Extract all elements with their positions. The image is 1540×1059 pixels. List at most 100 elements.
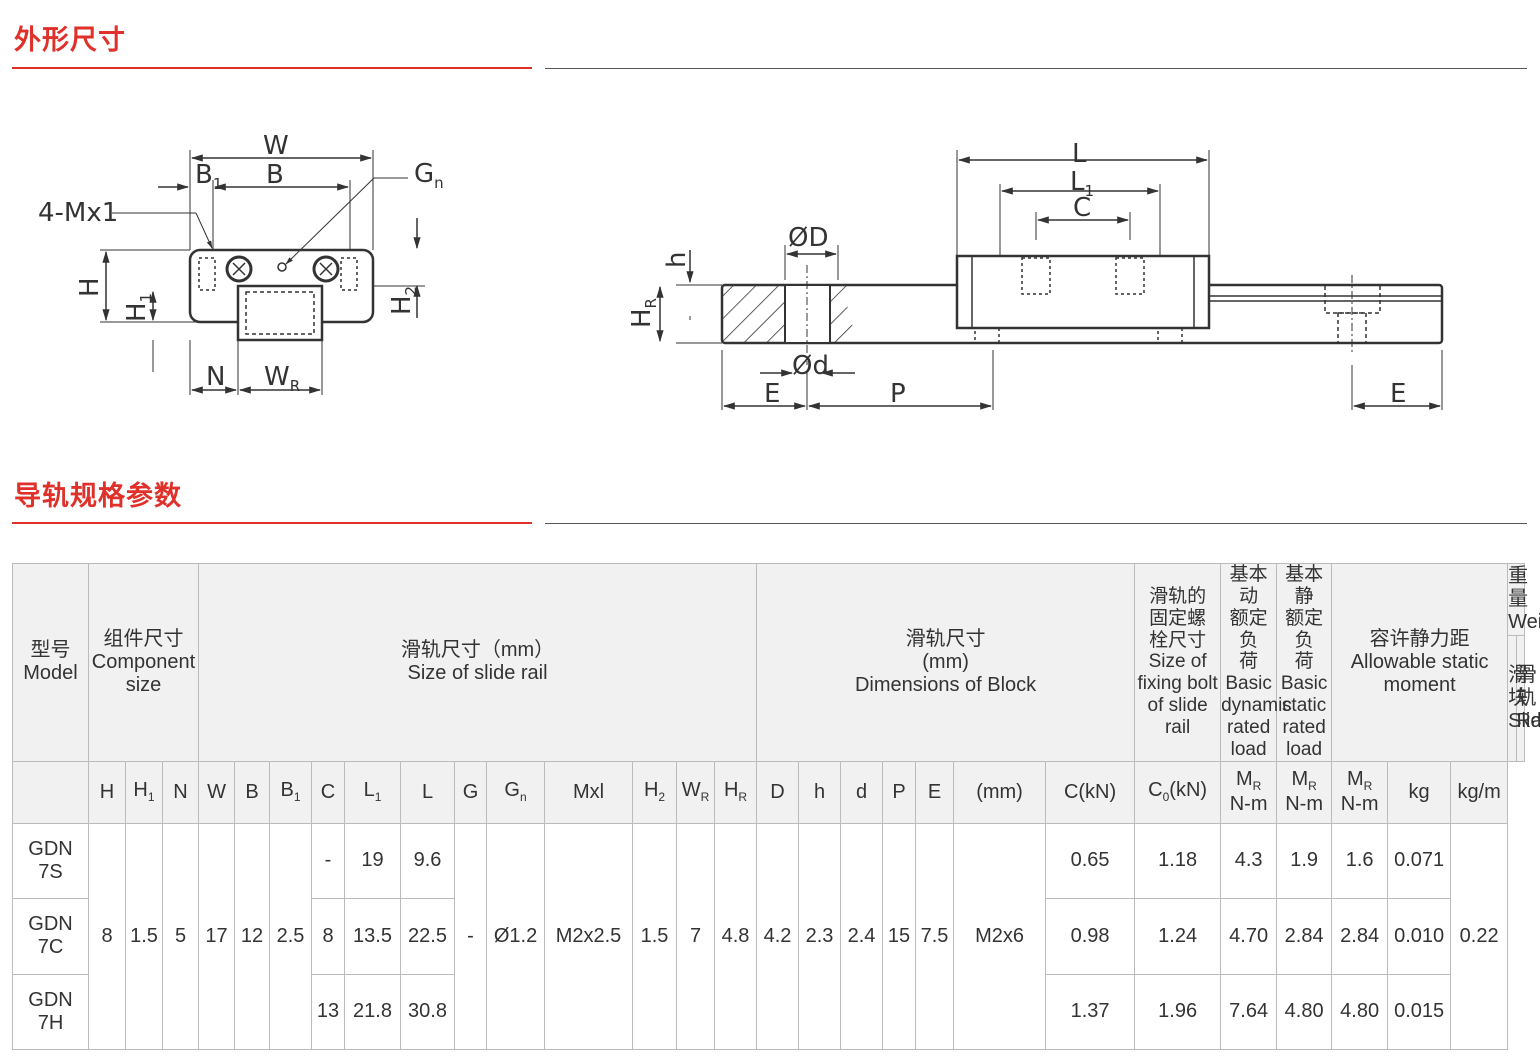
cell-CkN: 1.37 (1045, 973, 1136, 1050)
cell-C: - (311, 822, 346, 899)
label-WR-sub: R (290, 377, 300, 395)
label-4-Mx1: 4-Mx1 (38, 198, 118, 228)
divider-line (545, 68, 1527, 69)
col-D: D (756, 760, 800, 824)
col-L: L (400, 760, 456, 824)
cell-W: 17 (198, 822, 236, 1050)
cell-slider: 0.071 (1387, 822, 1452, 899)
svg-text:HR: HR (627, 298, 660, 328)
col-G: G (454, 760, 488, 824)
side-view (656, 150, 1444, 410)
cell-L: 9.6 (400, 822, 456, 899)
cell-H: 8 (88, 822, 126, 1050)
label-H2-sub: 2 (402, 286, 420, 296)
cell-model: GDN 7C (12, 897, 89, 975)
cell-M1: 7.64 (1220, 973, 1278, 1050)
svg-text:L1: L1 (1070, 167, 1094, 200)
cell-L1: 21.8 (344, 973, 402, 1050)
cell-Gn: Ø1.2 (486, 822, 546, 1050)
header-slider: 滑块 Slider (1507, 635, 1540, 762)
label-h: h (662, 252, 692, 268)
col-P: P (882, 760, 917, 824)
cell-C0: 1.96 (1134, 973, 1222, 1050)
label-N: N (206, 362, 225, 392)
svg-text:Gn: Gn (414, 159, 444, 192)
cell-M1: 4.3 (1220, 822, 1278, 899)
label-HR-sub: R (642, 298, 660, 308)
section-title-specs: 导轨规格参数 (14, 481, 182, 512)
label-E-right: E (1390, 379, 1406, 409)
cell-model: GDN 7S (12, 822, 89, 899)
cell-HR: 4.8 (714, 822, 758, 1050)
title-underline (12, 522, 532, 524)
header-rail-size: 滑轨尺寸（mm）Size of slide rail (198, 563, 758, 762)
cell-N: 5 (161, 822, 200, 1050)
cell-M2: 1.9 (1276, 822, 1333, 899)
svg-text:B1: B1 (195, 160, 222, 193)
table-row: GDN 7C 8 13.5 22.5 0.98 1.24 4.70 2.84 2… (12, 897, 1525, 975)
col-h: h (798, 760, 842, 824)
cell-M2: 2.84 (1276, 897, 1333, 975)
label-L: L (1072, 139, 1087, 169)
title-underline (12, 67, 532, 69)
cell-G: - (454, 822, 488, 1050)
svg-text:H1: H1 (122, 293, 155, 322)
label-HR: H (627, 308, 657, 328)
table-row: GDN 7S 8 1.5 5 17 12 2.5 - 19 9.6 - Ø1.2… (12, 822, 1525, 1050)
label-Gn-sub: n (434, 174, 444, 192)
col-E: E (915, 760, 955, 824)
col-kg: kg (1387, 760, 1452, 824)
header-dynamic-load: 基本动 额定负 荷 Basic dynamic rated load (1220, 563, 1292, 762)
col-Mxl: Mxl (544, 760, 634, 824)
label-W: W (263, 131, 289, 161)
header-block-dimensions: 滑轨尺寸 (mm)Dimensions of Block (756, 563, 1136, 762)
header-static-load: 基本静 额定负 荷 Basic static rated load (1276, 563, 1333, 762)
col-d: d (840, 760, 884, 824)
cell-L1: 19 (344, 822, 402, 899)
svg-text:WR: WR (264, 362, 300, 395)
col-N: N (161, 760, 200, 824)
col-Gn: Gn (486, 760, 546, 824)
col-C0: C0(kN) (1134, 760, 1222, 824)
label-L1: L (1070, 167, 1085, 197)
cell-M1: 4.70 (1220, 897, 1278, 975)
cell-CkN: 0.98 (1045, 897, 1136, 975)
col-H: H (88, 760, 126, 824)
cell-L: 22.5 (400, 897, 456, 975)
label-D: ØD (788, 223, 829, 253)
cell-WR: 7 (676, 822, 716, 1050)
col-mm: (mm) (953, 760, 1047, 824)
label-P: P (890, 379, 906, 409)
col-CkN: C(kN) (1045, 760, 1136, 824)
label-H2: H (387, 295, 417, 315)
cell-h: 2.3 (798, 822, 842, 1050)
cell-C: 13 (311, 973, 346, 1050)
label-H: H (75, 277, 105, 297)
col-B1: B1 (269, 760, 313, 824)
col-H1: H1 (125, 760, 163, 824)
cell-rails: 0.22 (1450, 822, 1509, 1050)
cell-M3: 1.6 (1331, 822, 1389, 899)
label-B1: B (195, 160, 213, 190)
col-WR: WR (676, 760, 716, 824)
col-W: W (198, 760, 236, 824)
cell-C0: 1.24 (1134, 897, 1222, 975)
front-view (100, 150, 425, 395)
cell-L1: 13.5 (344, 897, 402, 975)
label-WR: W (264, 362, 290, 392)
cell-H1: 1.5 (125, 822, 163, 1050)
cell-L: 30.8 (400, 973, 456, 1050)
cell-slider: 0.015 (1387, 973, 1452, 1050)
header-fixing-bolt: 滑轨的 固定螺 栓尺寸 Size of fixing bolt of slide… (1134, 563, 1222, 762)
cell-P: 15 (882, 822, 917, 1050)
label-C: C (1073, 193, 1091, 223)
col-HR: HR (714, 760, 758, 824)
label-B1-sub: 1 (213, 175, 223, 193)
cell-D: 4.2 (756, 822, 800, 1050)
cell-B1: 2.5 (269, 822, 313, 1050)
column-units-row: H H1 N W B B1 C L1 L G Gn Mxl H2 WR HR D… (12, 760, 1525, 824)
